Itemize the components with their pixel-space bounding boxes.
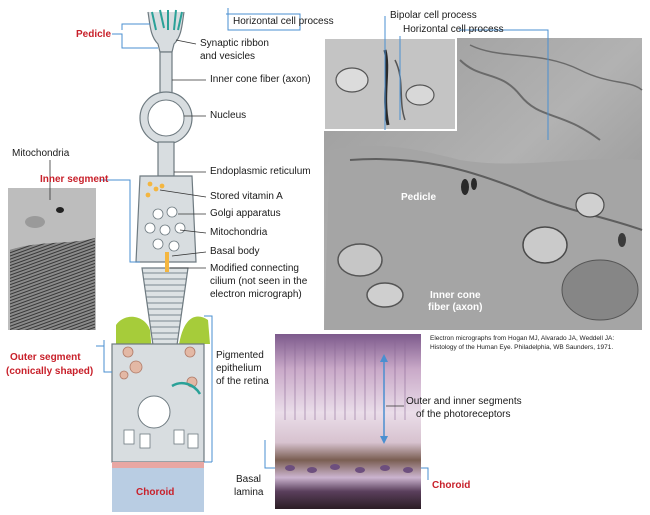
cone-cell-drawing: [111, 9, 210, 468]
label-conically-shaped: (conically shaped): [6, 366, 94, 377]
label-choroid-left: Choroid: [136, 487, 175, 498]
label-modified-connecting-3: electron micrograph): [210, 289, 302, 300]
label-pigmented-1: Pigmented: [216, 350, 264, 361]
label-stored-vitamin-a: Stored vitamin A: [210, 191, 283, 202]
histology-image: [275, 334, 421, 509]
image-credit: Electron micrographs from Hogan MJ, Alva…: [430, 335, 615, 351]
label-basal-2: lamina: [234, 487, 264, 498]
choroid-block: [112, 468, 204, 512]
label-endoplasmic-reticulum: Endoplasmic reticulum: [210, 166, 311, 177]
label-modified-connecting-1: Modified connecting: [210, 263, 299, 274]
label-and-vesicles: and vesicles: [200, 51, 256, 62]
label-pedicle: Pedicle: [76, 29, 112, 40]
label-pigmented-2: epithelium: [216, 363, 262, 374]
em-label-pedicle: Pedicle: [401, 192, 437, 203]
label-inner-cone-fiber: Inner cone fiber (axon): [210, 74, 311, 85]
label-choroid-right: Choroid: [432, 480, 471, 491]
label-synaptic-ribbon: Synaptic ribbon: [200, 38, 269, 49]
label-outer-segment: Outer segment: [10, 352, 81, 363]
em-label-inner-cone-1: Inner cone: [430, 290, 481, 301]
label-mitochondria: Mitochondria: [210, 227, 268, 238]
label-outer-inner-1: Outer and inner segments: [406, 396, 522, 407]
inner-segment-micrograph: [8, 188, 96, 330]
electron-micrograph-inset: [323, 37, 457, 131]
label-modified-connecting-2: cilium (not seen in the: [210, 276, 308, 287]
electron-micrograph-main: [324, 38, 643, 330]
label-mitochondria-top: Mitochondria: [12, 148, 70, 159]
label-horizontal-process-2: Horizontal cell process: [403, 24, 504, 35]
label-outer-inner-2: of the photoreceptors: [416, 409, 511, 420]
label-horizontal-process-1: Horizontal cell process: [233, 16, 334, 27]
label-basal-1: Basal: [236, 474, 262, 485]
label-nucleus: Nucleus: [210, 110, 247, 121]
label-basal-body: Basal body: [210, 246, 260, 257]
pointer-lines: [49, 39, 404, 407]
label-bipolar-process: Bipolar cell process: [390, 10, 477, 21]
label-inner-segment: Inner segment: [40, 174, 109, 185]
label-pigmented-3: of the retina: [216, 376, 269, 387]
em-label-inner-cone-2: fiber (axon): [428, 302, 483, 313]
callout-lines: [96, 8, 549, 480]
label-golgi-apparatus: Golgi apparatus: [210, 208, 281, 219]
